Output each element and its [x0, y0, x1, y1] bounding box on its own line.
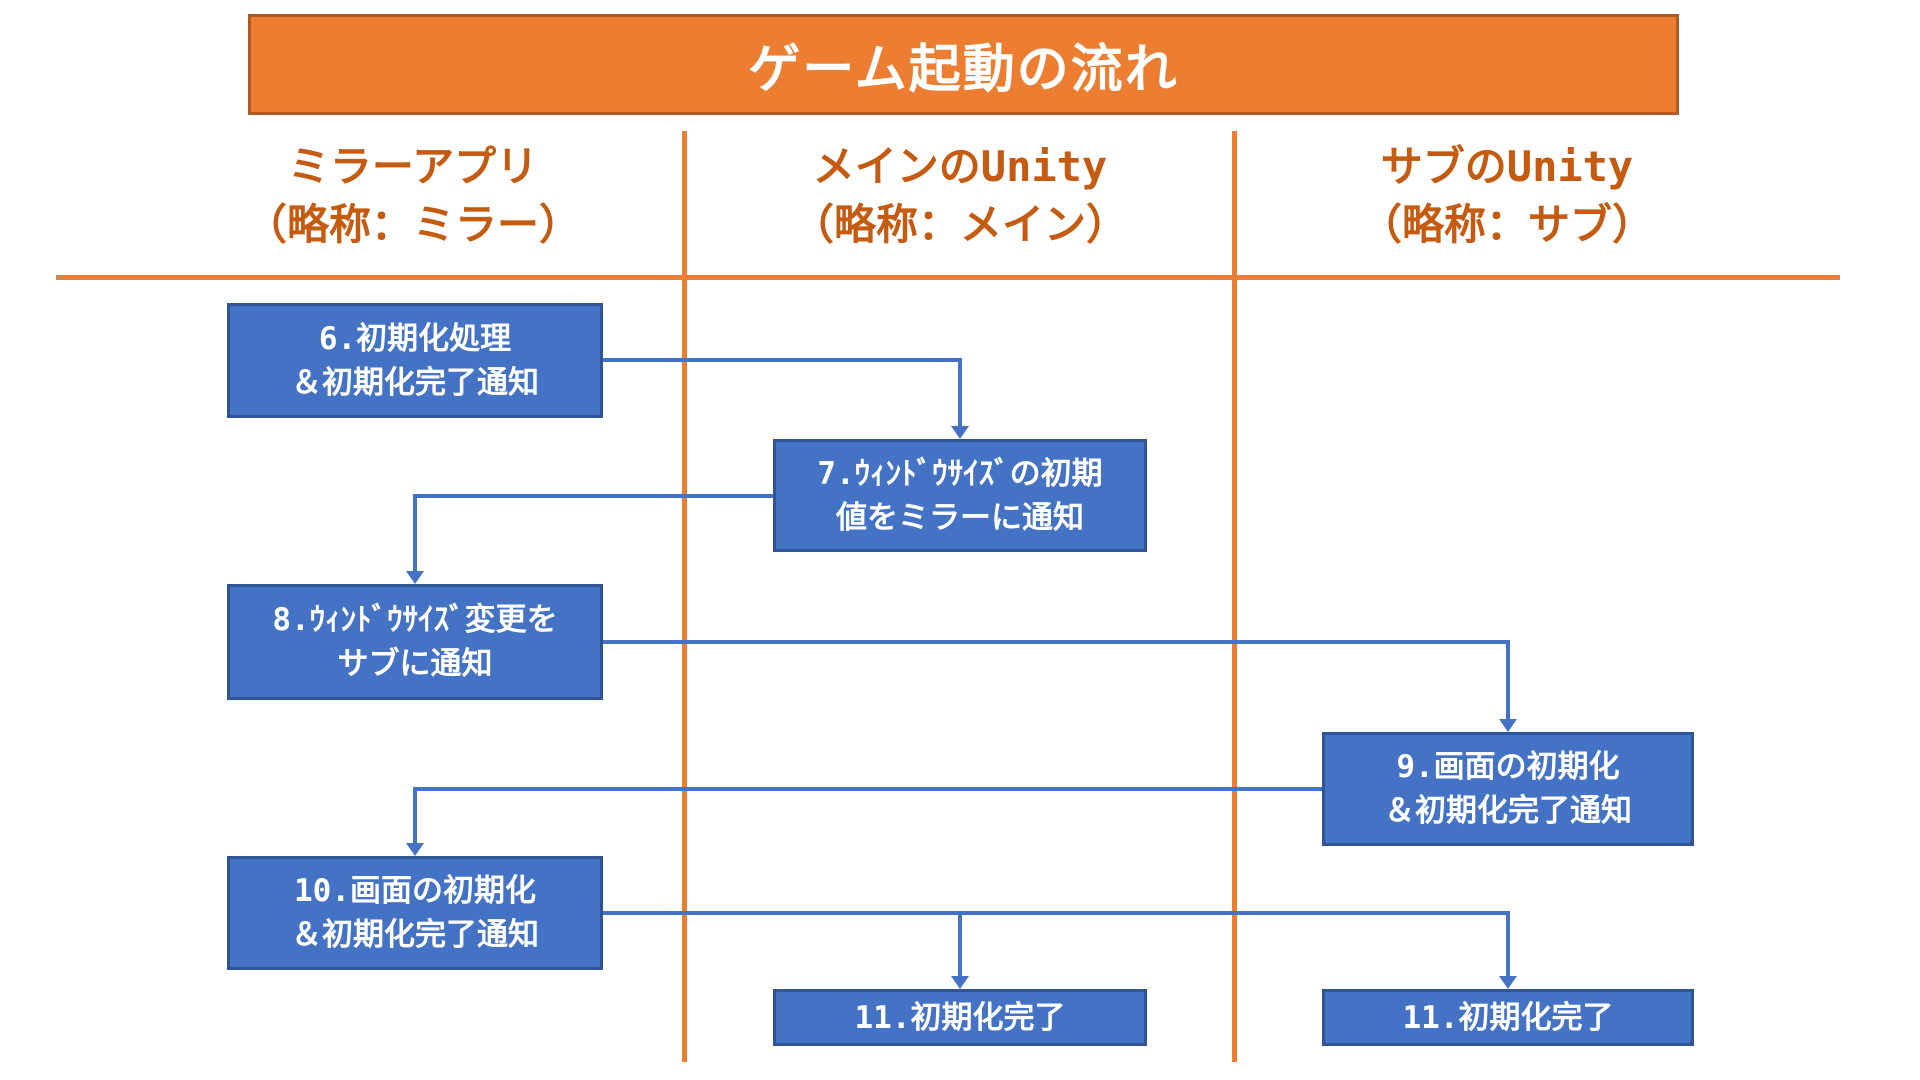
lane-header-line2: （略称：メイン）	[791, 200, 1128, 249]
connector-segment-step10-to-step11-sub	[1506, 911, 1510, 978]
node-step-11-sub-label: 11.初期化完了	[1402, 999, 1614, 1036]
node-step-8-label: 8.ｳｨﾝﾄﾞｳｻｲｽﾞ変更を	[272, 602, 558, 638]
lane-divider-vertical-2	[1232, 131, 1237, 1062]
arrowhead-step6-to-step7	[951, 426, 969, 439]
lane-header-line1: メインのUnity	[812, 142, 1108, 191]
node-step-7-label: 7.ｳｨﾝﾄﾞｳｻｲｽﾞの初期	[817, 455, 1103, 492]
node-step-6: 6.初期化処理 ＆初期化完了通知	[227, 303, 603, 418]
node-step-6-label: ＆初期化完了通知	[291, 364, 539, 401]
node-step-6-label: 6.初期化処理	[318, 320, 512, 357]
arrowhead-step8-to-step9	[1499, 719, 1517, 732]
connector-segment-step8-to-step9	[1506, 640, 1510, 721]
connector-segment-step9-to-step10	[413, 787, 417, 845]
title-banner: ゲーム起動の流れ	[248, 14, 1679, 115]
connector-segment-step6-to-step7	[958, 358, 962, 428]
node-step-8-label: サブに通知	[337, 646, 493, 682]
node-step-11-main: 11.初期化完了	[773, 989, 1147, 1046]
node-step-11-main-label: 11.初期化完了	[854, 999, 1066, 1036]
arrowhead-step7-to-step8	[406, 571, 424, 584]
node-step-10-label: 10.画面の初期化	[294, 873, 536, 909]
lane-header-line1: サブのUnity	[1380, 142, 1634, 191]
arrowhead-step10-to-step11-sub	[1499, 976, 1517, 989]
node-step-8: 8.ｳｨﾝﾄﾞｳｻｲｽﾞ変更をサブに通知	[227, 584, 603, 700]
node-step-11-sub: 11.初期化完了	[1322, 989, 1694, 1046]
connector-segment-step9-to-step10	[413, 787, 1324, 791]
connector-segment-step10-to-step11-main	[958, 911, 962, 978]
connector-segment-step10-to-step11-sub	[601, 911, 1510, 915]
arrowhead-step10-to-step11-main	[951, 976, 969, 989]
connector-segment-step7-to-step8	[413, 494, 417, 573]
node-step-9-label: 9.画面の初期化	[1396, 749, 1620, 785]
connector-segment-step8-to-step9	[601, 640, 1510, 644]
node-step-9: 9.画面の初期化 ＆初期化完了通知	[1322, 732, 1694, 846]
lane-header-line1: ミラーアプリ	[287, 142, 539, 191]
node-step-9-label: ＆初期化完了通知	[1384, 793, 1632, 829]
lane-divider-vertical-1	[682, 131, 687, 1062]
lane-header-sub-unity: サブのUnity （略称：サブ）	[1207, 138, 1807, 254]
lane-header-line2: （略称：サブ）	[1359, 200, 1654, 249]
lane-header-line2: （略称：ミラー）	[244, 200, 581, 249]
node-step-10: 10.画面の初期化 ＆初期化完了通知	[227, 856, 603, 970]
lane-header-main-unity: メインのUnity （略称：メイン）	[660, 138, 1260, 254]
arrowhead-step9-to-step10	[406, 843, 424, 856]
connector-segment-step6-to-step7	[601, 358, 962, 362]
node-step-7-label: 値をミラーに通知	[836, 499, 1084, 536]
header-underline-rule	[56, 275, 1840, 280]
lane-header-mirror-app: ミラーアプリ （略称：ミラー）	[113, 138, 713, 254]
node-step-10-label: ＆初期化完了通知	[291, 917, 539, 953]
connector-segment-step7-to-step8	[413, 494, 775, 498]
node-step-7: 7.ｳｨﾝﾄﾞｳｻｲｽﾞの初期値をミラーに通知	[773, 439, 1147, 552]
diagram-title: ゲーム起動の流れ	[748, 40, 1179, 100]
